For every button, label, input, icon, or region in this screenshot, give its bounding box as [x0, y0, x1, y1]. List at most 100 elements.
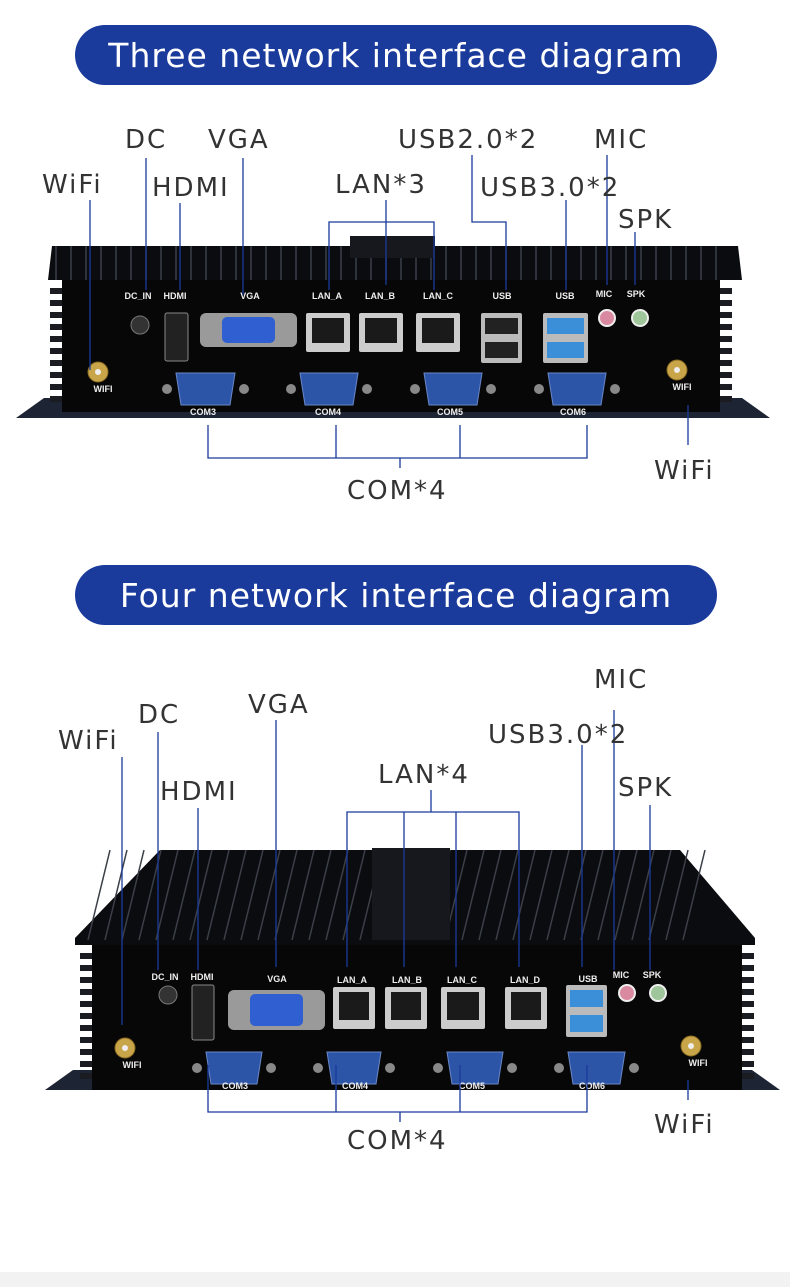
serial-com-port [299, 372, 359, 406]
side-fin [80, 977, 92, 983]
label-hdmi: HDMI [152, 173, 230, 203]
com-screw [610, 384, 620, 394]
com-screw [266, 1063, 276, 1073]
ethernet-socket [447, 992, 479, 1020]
side-fin [50, 396, 62, 402]
label-vga-2: VGA [248, 690, 310, 720]
ethernet-socket [422, 318, 454, 343]
side-fin [80, 965, 92, 971]
heatsink-fin [240, 849, 264, 941]
usb-slot [570, 990, 603, 1007]
hdmi-port [164, 312, 189, 362]
heatsink-center-tab [372, 848, 450, 940]
port-label-lan-d: LAN_D [510, 975, 541, 985]
port-label-spk: SPK [627, 289, 646, 299]
heatsink-fin [308, 849, 332, 941]
leader-com-bracket-2 [207, 1065, 588, 1113]
side-fin [720, 384, 732, 390]
port-label-com3: COM3 [190, 407, 216, 417]
side-fin [80, 1073, 92, 1079]
usb-slot [570, 1015, 603, 1032]
port-label-usb: USB [578, 974, 598, 984]
vga-connector-blue [250, 994, 303, 1026]
com-screw [486, 384, 496, 394]
port-label-com5: COM5 [437, 407, 463, 417]
side-fin [80, 1001, 92, 1007]
heatsink-fin [597, 849, 621, 941]
usb-slot [485, 342, 518, 358]
wifi-antenna-pin [688, 1043, 694, 1049]
port-label-dc-in: DC_IN [151, 972, 178, 982]
com-screw [286, 384, 296, 394]
label-mic: MIC [594, 125, 649, 155]
side-fin [742, 1037, 754, 1043]
mic-jack [618, 984, 636, 1002]
com-screw [554, 1063, 564, 1073]
heatsink-fin [155, 849, 179, 941]
heatsink-fin [682, 849, 706, 941]
serial-com-port [205, 1051, 263, 1085]
label-usb2: USB2.0*2 [398, 125, 539, 155]
serial-com-port [326, 1051, 382, 1085]
heatsink-fin [580, 849, 604, 941]
port-label-wifi: WIFI [673, 382, 692, 392]
side-fin [742, 965, 754, 971]
heatsink-fin [87, 849, 111, 941]
port-label-com4: COM4 [342, 1081, 368, 1091]
speaker-jack [649, 984, 667, 1002]
heatsink-fin [206, 849, 230, 941]
label-mic-2: MIC [594, 665, 649, 695]
label-usb3-2: USB3.0*2 [488, 720, 629, 750]
com-screw [385, 1063, 395, 1073]
side-fin [742, 1061, 754, 1067]
ethernet-socket [312, 318, 344, 343]
serial-com-port [175, 372, 236, 406]
label-lan: LAN*3 [335, 170, 427, 200]
label-com: COM*4 [347, 476, 448, 506]
side-fin [742, 1013, 754, 1019]
heatsink-fin [665, 849, 689, 941]
label-wifi-right: WiFi [654, 456, 715, 486]
banner-four-network: Four network interface diagram [75, 565, 717, 625]
dc-jack [130, 315, 150, 335]
heatsink-fin [189, 849, 213, 941]
port-label-vga: VGA [267, 974, 287, 984]
label-usb3: USB3.0*2 [480, 173, 621, 203]
usb-slot [547, 318, 584, 334]
heatsink-fin [461, 849, 485, 941]
label-spk-2: SPK [618, 773, 674, 803]
com-screw [362, 384, 372, 394]
port-label-lan-a: LAN_A [312, 291, 343, 301]
side-fin [720, 372, 732, 378]
com-screw [629, 1063, 639, 1073]
heatsink-fin [138, 849, 162, 941]
heatsink-fin [291, 849, 315, 941]
com-screw [433, 1063, 443, 1073]
side-fin [80, 1025, 92, 1031]
com-screw [410, 384, 420, 394]
side-fin [720, 348, 732, 354]
side-fin [742, 1001, 754, 1007]
dc-jack [158, 985, 178, 1005]
port-label-com5: COM5 [459, 1081, 485, 1091]
side-fin [720, 336, 732, 342]
ethernet-socket [339, 992, 369, 1020]
speaker-jack [631, 309, 649, 327]
port-label-lan-c: LAN_C [423, 291, 454, 301]
side-fin [742, 1073, 754, 1079]
side-fin [720, 324, 732, 330]
label-dc: DC [125, 125, 168, 155]
port-label-mic: MIC [613, 970, 630, 980]
side-fin [720, 300, 732, 306]
heatsink-fin [529, 849, 553, 941]
side-fin [50, 324, 62, 330]
port-label-lan-a: LAN_A [337, 975, 368, 985]
side-fin [50, 360, 62, 366]
side-fin [80, 1061, 92, 1067]
wifi-antenna-pin [122, 1045, 128, 1051]
side-fin [80, 989, 92, 995]
label-wifi-right-2: WiFi [654, 1110, 715, 1140]
side-fin [742, 1025, 754, 1031]
heatsink-fin [614, 849, 638, 941]
label-hdmi-2: HDMI [160, 777, 238, 807]
